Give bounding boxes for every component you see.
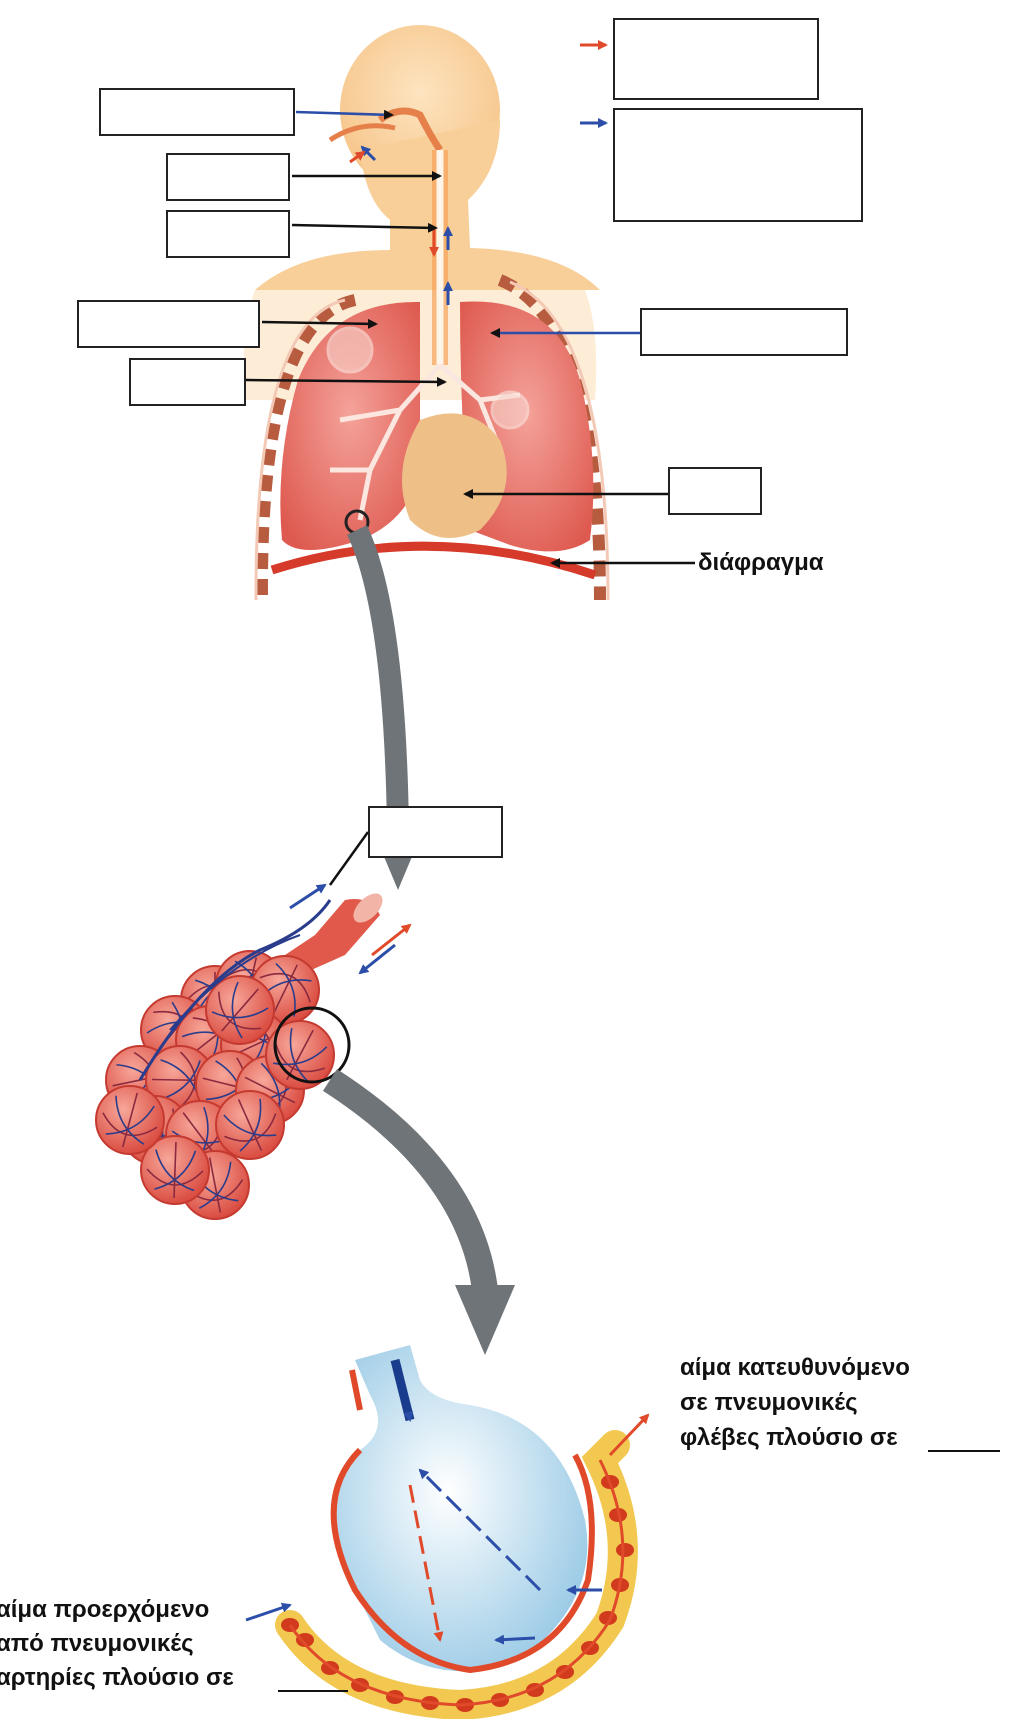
zoom-arrow-2-head bbox=[455, 1285, 515, 1355]
vein-label-line2: σε πνευμονικές bbox=[680, 1388, 858, 1418]
zoom-arrow-2 bbox=[330, 1080, 485, 1290]
red-blood-cell bbox=[556, 1665, 574, 1679]
artery-label-line1: αίμα προερχόμενο bbox=[0, 1595, 209, 1625]
zoom-arrow-1 bbox=[357, 530, 398, 830]
capillary-blue-arrow bbox=[290, 885, 325, 908]
artery-label-line2: από πνευμονικές bbox=[0, 1629, 194, 1659]
vein-label-line3: φλέβες πλούσιο σε bbox=[680, 1423, 898, 1453]
answer-box-legend-red[interactable] bbox=[613, 18, 819, 100]
answer-box-alveoli[interactable] bbox=[368, 806, 503, 858]
diaphragm-label: διάφραγμα bbox=[698, 548, 824, 578]
artery-label-line3: αρτηρίες πλούσιο σε bbox=[0, 1663, 234, 1693]
red-blood-cell bbox=[616, 1543, 634, 1557]
vein-label-line1: αίμα κατευθυνόμενο bbox=[680, 1353, 910, 1383]
answer-box-bronchiole[interactable] bbox=[77, 300, 260, 348]
answer-box-heart[interactable] bbox=[668, 467, 762, 515]
alveolus-cross-section bbox=[246, 1345, 648, 1712]
answer-box-bronchus[interactable] bbox=[129, 358, 246, 406]
answer-box-legend-blue[interactable] bbox=[613, 108, 863, 222]
answer-box-lung[interactable] bbox=[640, 308, 848, 356]
airflow-out-arrow bbox=[372, 925, 410, 955]
answer-box-larynx[interactable] bbox=[166, 210, 290, 258]
answer-box-pharynx[interactable] bbox=[166, 153, 290, 201]
answer-box-nasal-cavity[interactable] bbox=[99, 88, 295, 136]
alveoli-cluster bbox=[96, 885, 410, 1219]
